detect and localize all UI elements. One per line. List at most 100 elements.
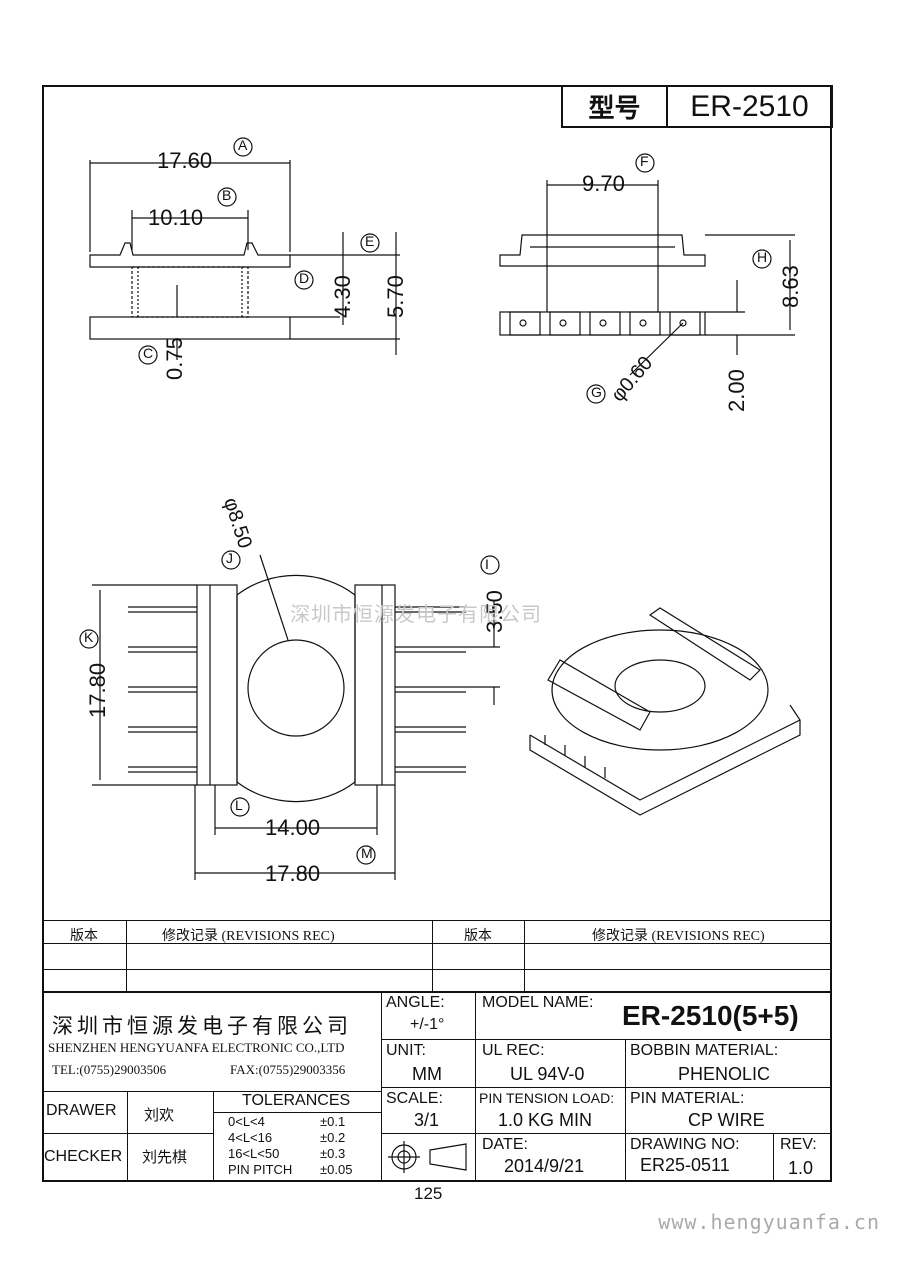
rev-row bbox=[42, 943, 832, 969]
tol-range-0: 0<L<4 bbox=[228, 1114, 265, 1129]
checker-label-cell: CHECKER bbox=[42, 1134, 128, 1181]
pin-material-value: CP WIRE bbox=[688, 1110, 765, 1130]
dim-i-label: I bbox=[485, 556, 489, 572]
company-block: 深圳市恒源发电子有限公司 SHENZHEN HENGYUANFA ELECTRO… bbox=[42, 992, 382, 1091]
watermark: 深圳市恒源发电子有限公司 bbox=[290, 602, 542, 626]
ul-label: UL REC: bbox=[482, 1042, 545, 1059]
angle-cell: ANGLE: +/-1° bbox=[382, 992, 476, 1040]
projection-symbol-icon bbox=[388, 1141, 467, 1173]
rev-divider bbox=[524, 921, 525, 992]
dim-k-value: 17.80 bbox=[85, 662, 110, 718]
dim-b-label: B bbox=[222, 187, 232, 203]
ul-value: UL 94V-0 bbox=[510, 1064, 585, 1084]
model-label: 型号 bbox=[563, 87, 668, 126]
model-name-label: MODEL NAME: bbox=[482, 994, 594, 1011]
pin-tension-label: PIN TENSION LOAD: bbox=[479, 1090, 615, 1106]
rev-row bbox=[42, 969, 832, 995]
drawer-value: 刘欢 bbox=[144, 1108, 175, 1124]
side-view bbox=[499, 153, 795, 404]
pin-tension-cell: PIN TENSION LOAD: 1.0 KG MIN bbox=[476, 1088, 626, 1134]
tol-value-2: ±0.3 bbox=[320, 1146, 346, 1161]
drawer-label: DRAWER bbox=[46, 1102, 117, 1119]
dim-d-label: D bbox=[299, 270, 310, 286]
projection-symbol-cell bbox=[382, 1134, 476, 1181]
dim-l-label: L bbox=[235, 797, 243, 813]
dim-a-label: A bbox=[238, 137, 248, 153]
date-cell: DATE: 2014/9/21 bbox=[476, 1134, 626, 1181]
tol-range-2: 16<L<50 bbox=[228, 1146, 280, 1161]
revisions-header: 版本 修改记录 (REVISIONS REC) 版本 修改记录 (REVISIO… bbox=[42, 920, 832, 992]
bobbin-value: PHENOLIC bbox=[678, 1064, 771, 1084]
dim-c-label: C bbox=[143, 345, 154, 361]
scale-label: SCALE: bbox=[386, 1090, 443, 1107]
website-watermark: www.hengyuanfa.cn bbox=[658, 1210, 880, 1234]
rev-label: REV: bbox=[780, 1136, 817, 1153]
rev-cell: REV: 1.0 bbox=[774, 1134, 832, 1181]
dim-d-value: 4.30 bbox=[330, 275, 355, 318]
drawing-no-value: ER25-0511 bbox=[640, 1155, 730, 1175]
dim-h-label: H bbox=[757, 249, 768, 265]
tol-value-1: ±0.2 bbox=[320, 1130, 346, 1145]
page-number: 125 bbox=[414, 1184, 443, 1203]
dim-m-value: 17.80 bbox=[265, 861, 321, 886]
dim-g-label: G bbox=[591, 384, 602, 400]
rev-col-version: 版本 bbox=[70, 929, 98, 944]
company-name-en: SHENZHEN HENGYUANFA ELECTRONIC CO.,LTD bbox=[48, 1040, 345, 1055]
rev-bottom bbox=[42, 991, 832, 1018]
dim-b-value: 10.10 bbox=[148, 205, 204, 230]
tolerance-cell: TOLERANCES 0<L<4 ±0.1 4<L<16 ±0.2 16<L<5… bbox=[214, 1091, 382, 1181]
unit-value: MM bbox=[412, 1064, 442, 1084]
drawer-label-cell: DRAWER bbox=[42, 1091, 128, 1134]
drawing-sheet bbox=[42, 85, 832, 1182]
top-view bbox=[79, 550, 500, 880]
dim-k-label: K bbox=[84, 629, 94, 645]
dim-e-label: E bbox=[365, 233, 375, 249]
rev-divider bbox=[432, 921, 433, 992]
tolerance-label: TOLERANCES bbox=[242, 1092, 351, 1109]
bobbin-label: BOBBIN MATERIAL: bbox=[630, 1042, 779, 1059]
drawing-no-cell: DRAWING NO: ER25-0511 bbox=[626, 1134, 774, 1181]
rev-col-version-2: 版本 bbox=[464, 929, 492, 944]
ul-cell: UL REC: UL 94V-0 bbox=[476, 1040, 626, 1088]
company-tel: TEL:(0755)29003506 bbox=[52, 1062, 167, 1077]
tol-range-1: 4<L<16 bbox=[228, 1130, 273, 1145]
dim-j-label: J bbox=[226, 550, 233, 566]
scale-cell: SCALE: 3/1 bbox=[382, 1088, 476, 1134]
dim-h2-value: 2.00 bbox=[724, 369, 749, 412]
pin-tension-value: 1.0 KG MIN bbox=[498, 1110, 593, 1130]
dim-m-label: M bbox=[361, 845, 373, 861]
pin-material-cell: PIN MATERIAL: CP WIRE bbox=[626, 1088, 832, 1134]
dim-e-value: 5.70 bbox=[383, 275, 408, 318]
tol-value-3: ±0.05 bbox=[320, 1162, 353, 1177]
bobbin-cell: BOBBIN MATERIAL: PHENOLIC bbox=[626, 1040, 832, 1088]
drawing-no-label: DRAWING NO: bbox=[630, 1136, 740, 1153]
model-header: 型号 ER-2510 bbox=[561, 85, 833, 128]
unit-label: UNIT: bbox=[386, 1042, 426, 1059]
pin-material-label: PIN MATERIAL: bbox=[630, 1090, 745, 1107]
date-label: DATE: bbox=[482, 1136, 528, 1153]
dim-h-value: 8.63 bbox=[778, 265, 803, 308]
date-value: 2014/9/21 bbox=[504, 1156, 585, 1176]
tol-value-0: ±0.1 bbox=[320, 1114, 346, 1129]
drawer-value-cell: 刘欢 bbox=[128, 1091, 214, 1134]
checker-label: CHECKER bbox=[44, 1148, 123, 1165]
front-view bbox=[89, 137, 400, 365]
tol-range-3: PIN PITCH bbox=[228, 1162, 293, 1177]
checker-value-cell: 刘先棋 bbox=[128, 1134, 214, 1181]
rev-value: 1.0 bbox=[788, 1158, 814, 1178]
isometric-view bbox=[529, 607, 801, 816]
rev-col-record: 修改记录 (REVISIONS REC) bbox=[162, 929, 335, 944]
dim-f-label: F bbox=[640, 153, 649, 169]
angle-value: +/-1° bbox=[410, 1016, 445, 1033]
checker-value: 刘先棋 bbox=[142, 1150, 188, 1166]
scale-value: 3/1 bbox=[414, 1110, 440, 1130]
company-fax: FAX:(0755)29003356 bbox=[230, 1062, 346, 1077]
dim-l-value: 14.00 bbox=[265, 815, 321, 840]
tolerance-divider bbox=[214, 1112, 382, 1113]
angle-label: ANGLE: bbox=[386, 994, 445, 1011]
dim-a-value: 17.60 bbox=[157, 148, 213, 173]
unit-cell: UNIT: MM bbox=[382, 1040, 476, 1088]
model-name-value: ER-2510(5+5) bbox=[622, 1000, 799, 1031]
dim-c-value: 0.75 bbox=[162, 337, 187, 380]
